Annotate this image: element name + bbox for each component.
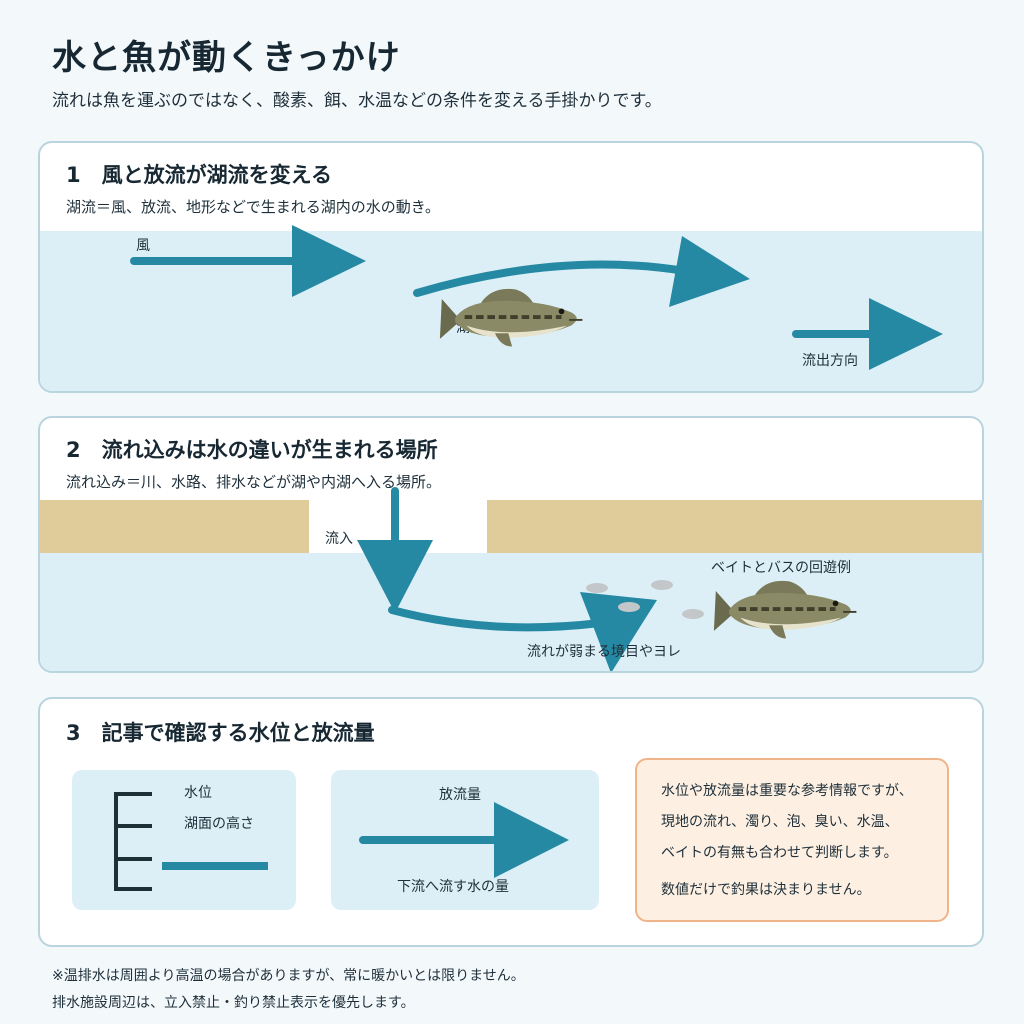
judgment-note: 水位や放流量は重要な参考情報ですが、 現地の流れ、濁り、泡、臭い、水温、 ベイト… (635, 758, 949, 922)
water-level-panel: 水位 湖面の高さ (72, 770, 296, 910)
bass-fish-icon (439, 288, 583, 347)
water-level-label: 水位 (184, 785, 212, 801)
wind-current-diagram: 風 湖流 流出方向 (40, 225, 982, 391)
outflow-arrow (792, 298, 943, 370)
section-1-definition: 湖流＝風、放流、地形などで生まれる湖内の水の動き。 (66, 198, 440, 216)
note-line: 現地の流れ、濁り、泡、臭い、水温、 (661, 814, 899, 830)
boundary-label: 流れが弱まる境目やヨレ (527, 644, 681, 660)
water-level-gauge-icon (114, 792, 268, 891)
bass-fish-icon (713, 580, 857, 639)
water-level-description: 湖面の高さ (184, 816, 254, 832)
bait-bass-example-label: ベイトとバスの回遊例 (711, 560, 851, 576)
section-2-definition: 流れ込み＝川、水路、排水などが湖や内湖へ入る場所。 (66, 473, 442, 491)
inflow-diagram: 流入 ベイトとバスの回遊例 流れが弱まる境目やヨレ (40, 487, 982, 671)
footnote-line: ※温排水は周囲より高温の場合がありますが、常に暖かいとは限りません。 (52, 968, 525, 984)
inflow-label: 流入 (325, 531, 353, 547)
section-2-heading: 2 流れ込みは水の違いが生まれる場所 (66, 438, 438, 462)
section-inflow: 流入 ベイトとバスの回遊例 流れが弱まる境目やヨレ 2 流 (38, 416, 984, 673)
section-level-discharge: 3 記事で確認する水位と放流量 水位 湖面の高さ 放流量 下流 (38, 697, 984, 947)
note-line: ベイトの有無も合わせて判断します。 (661, 845, 898, 861)
lake-current-arrow (413, 236, 750, 307)
wind-arrow (130, 225, 366, 297)
note-line: 数値だけで釣果は決まりません。 (661, 882, 871, 898)
shore-right (487, 500, 982, 553)
inflow-arrow (357, 487, 657, 671)
footnotes: ※温排水は周囲より高温の場合がありますが、常に暖かいとは限りません。 排水施設周… (52, 963, 525, 1017)
footnote-line: 排水施設周辺は、立入禁止・釣り禁止表示を優先します。 (52, 995, 415, 1011)
section-wind-discharge: 風 湖流 流出方向 (38, 141, 984, 393)
bait-fish-group (586, 580, 704, 619)
discharge-description: 下流へ流す水の量 (397, 879, 509, 895)
wind-label: 風 (136, 238, 150, 254)
section-3-heading: 3 記事で確認する水位と放流量 (66, 721, 375, 745)
section-1-heading: 1 風と放流が湖流を変える (66, 163, 332, 187)
discharge-arrow (359, 802, 569, 878)
outflow-direction-label: 流出方向 (802, 353, 858, 369)
discharge-label: 放流量 (439, 787, 481, 803)
shore-left (40, 500, 309, 553)
page-title: 水と魚が動くきっかけ (52, 38, 401, 78)
page-subtitle: 流れは魚を運ぶのではなく、酸素、餌、水温などの条件を変える手掛かりです。 (52, 91, 662, 111)
note-line: 水位や放流量は重要な参考情報ですが、 (661, 783, 913, 799)
discharge-panel: 放流量 下流へ流す水の量 (331, 770, 599, 910)
